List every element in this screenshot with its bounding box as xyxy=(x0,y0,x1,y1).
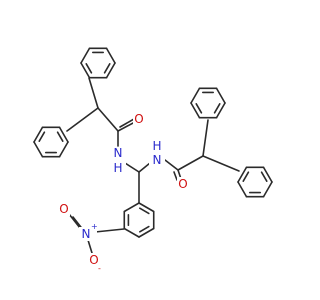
phenyl-ring-upper-right-double-bond xyxy=(195,102,203,114)
right-amide-nitrogen-label: N xyxy=(153,153,162,167)
phenyl-ring-right-double-bond xyxy=(242,171,250,183)
nitrophenyl-ring-bond xyxy=(123,227,140,238)
left-amide-nitrogen-label: N xyxy=(114,146,123,160)
nitro-anionic-oxygen-label: O xyxy=(89,253,98,267)
ring-to-nitro-n xyxy=(94,228,125,233)
phenyl-ring-left-bond xyxy=(33,126,44,143)
left-carbonyl-co-double xyxy=(119,118,135,128)
right-amide-hydrogen-label: H xyxy=(152,139,161,153)
phenyl-ring-left-double-bond xyxy=(38,131,46,143)
molecule-structure-diagram: N H O H N O N + O O - xyxy=(33,47,273,273)
left-ch-to-ring-left xyxy=(66,107,99,132)
nitrophenyl-ring-bond xyxy=(138,202,155,213)
phenyl-ring-upper-left-bond xyxy=(105,47,116,64)
phenyl-ring-upper-left-bond xyxy=(80,62,91,79)
right-n-to-carbonyl-c xyxy=(164,159,179,171)
phenyl-ring-right-bond xyxy=(262,181,273,198)
nitro-n-to-o-double xyxy=(68,213,81,229)
phenyl-ring-right-bond xyxy=(262,166,273,183)
phenyl-ring-upper-right-bond xyxy=(215,102,226,119)
phenyl-ring-left-bond xyxy=(58,141,69,158)
right-carbonyl-oxygen-label: O xyxy=(178,177,187,191)
bond-layer xyxy=(33,47,273,254)
nitrophenyl-ring-bond xyxy=(123,202,140,213)
nitrophenyl-ring-bond xyxy=(138,227,155,238)
left-carbonyl-co xyxy=(117,121,136,132)
nitro-nitrogen-label: N xyxy=(82,227,91,241)
phenyl-ring-upper-left-double-bond xyxy=(85,62,93,74)
phenyl-ring-upper-left-double-bond xyxy=(103,62,111,74)
phenyl-ring-left-double-bond xyxy=(56,131,64,143)
phenyl-ring-upper-left-bond xyxy=(80,47,91,64)
nitro-plus-charge: + xyxy=(91,222,98,231)
left-carbonyl-oxygen-label: O xyxy=(134,112,143,126)
left-ch-to-carbonyl-c xyxy=(97,107,119,132)
phenyl-ring-left-bond xyxy=(33,141,44,158)
phenyl-ring-right-bond xyxy=(237,166,248,183)
phenyl-ring-upper-right-bond xyxy=(215,87,226,104)
left-amide-hydrogen-label: H xyxy=(113,161,122,175)
nitro-double-bond-oxygen-label: O xyxy=(59,202,68,216)
phenyl-ring-right-bond xyxy=(237,181,248,198)
phenyl-ring-upper-right-bond xyxy=(190,87,201,104)
phenyl-ring-upper-right-double-bond xyxy=(213,102,221,114)
nitro-n-to-o-minus xyxy=(87,239,93,254)
phenyl-ring-upper-right-bond xyxy=(190,102,201,119)
left-n-to-central-c xyxy=(124,162,140,173)
phenyl-ring-left-bond xyxy=(58,126,69,143)
left-ch-to-ring-upper xyxy=(88,77,99,109)
right-carbonyl-to-ch xyxy=(177,155,204,171)
nitro-minus-charge: - xyxy=(98,264,101,273)
right-carbonyl-co-double xyxy=(173,171,178,181)
right-ch-to-ring-right xyxy=(202,155,240,172)
nitrophenyl-ring-double-bond xyxy=(138,207,150,215)
phenyl-ring-upper-left-bond xyxy=(105,62,116,79)
central-c-to-right-n xyxy=(138,162,151,173)
right-ch-to-ring-upper xyxy=(202,119,209,157)
nitrophenyl-ring-double-bond xyxy=(138,225,150,233)
phenyl-ring-right-double-bond xyxy=(260,171,268,183)
